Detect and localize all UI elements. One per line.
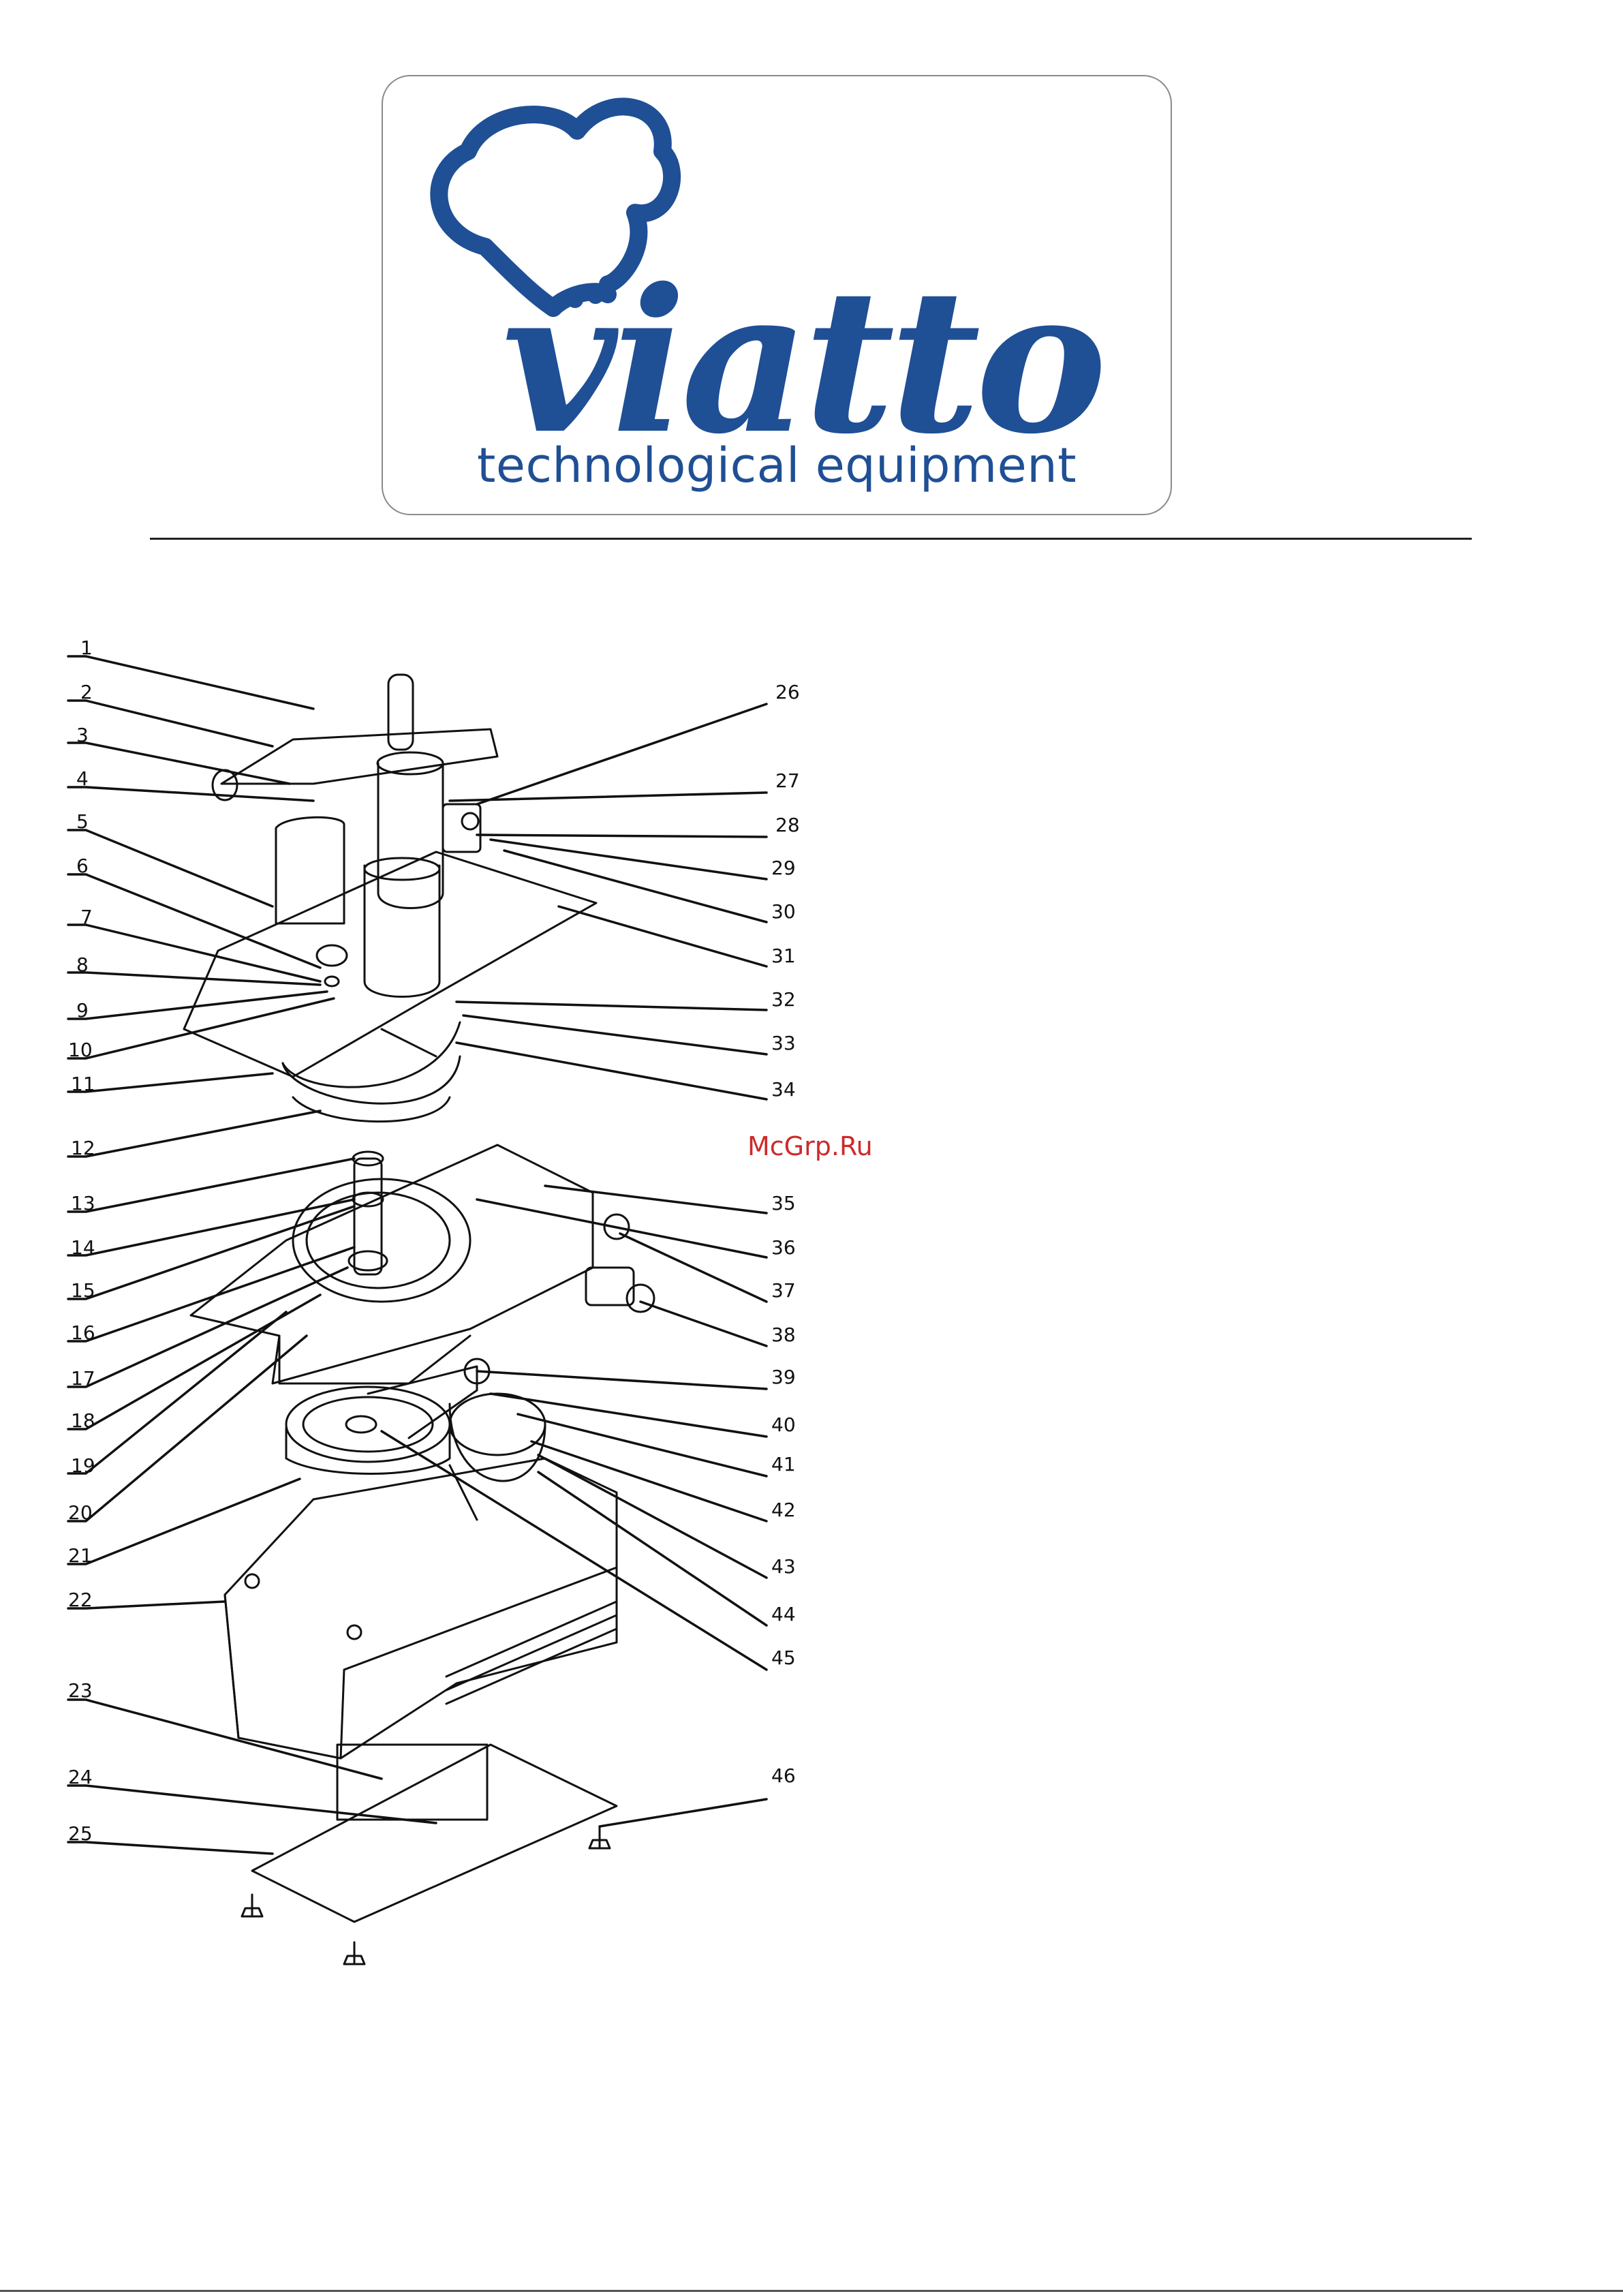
callout-12: 12 (71, 1137, 95, 1159)
callout-33: 33 (771, 1032, 796, 1054)
callout-39: 39 (771, 1366, 796, 1388)
callout-34: 34 (771, 1078, 796, 1101)
callout-46: 46 (771, 1764, 796, 1787)
callout-9: 9 (76, 999, 89, 1022)
callout-23: 23 (68, 1679, 93, 1702)
callout-3: 3 (76, 724, 89, 746)
callout-18: 18 (71, 1409, 95, 1432)
callouts-left: 1 2 3 4 5 6 7 8 9 10 11 12 13 14 15 16 1… (68, 637, 95, 1845)
callout-24: 24 (68, 1766, 93, 1788)
callout-13: 13 (71, 1192, 95, 1214)
callout-42: 42 (771, 1499, 796, 1521)
watermark-text: McGrp.Ru (747, 1131, 873, 1161)
callout-20: 20 (68, 1501, 93, 1524)
callout-29: 29 (771, 857, 796, 879)
callouts-right: 26 27 28 29 30 31 32 33 34 35 36 37 38 3… (771, 681, 800, 1787)
callout-8: 8 (76, 953, 89, 976)
callout-30: 30 (771, 900, 796, 923)
page-bottom-edge (0, 2290, 1623, 2292)
callout-31: 31 (771, 945, 796, 967)
callout-19: 19 (71, 1454, 95, 1477)
callout-43: 43 (771, 1555, 796, 1578)
callout-38: 38 (771, 1323, 796, 1346)
callout-25: 25 (68, 1822, 93, 1845)
callout-4: 4 (76, 767, 89, 790)
cutter-disc (283, 1022, 460, 1122)
callout-6: 6 (76, 855, 89, 877)
callout-32: 32 (771, 988, 796, 1011)
callout-21: 21 (68, 1544, 93, 1567)
callout-14: 14 (71, 1236, 95, 1259)
callout-40: 40 (771, 1413, 796, 1436)
callout-15: 15 (71, 1279, 95, 1302)
callout-10: 10 (68, 1039, 93, 1061)
callout-1: 1 (80, 637, 93, 659)
callout-28: 28 (775, 814, 800, 836)
callout-16: 16 (71, 1321, 95, 1344)
callout-44: 44 (771, 1603, 796, 1625)
callout-7: 7 (80, 906, 93, 928)
callout-22: 22 (68, 1589, 93, 1611)
callout-35: 35 (771, 1192, 796, 1214)
callout-41: 41 (771, 1453, 796, 1475)
base-housing (225, 1458, 617, 1964)
callout-5: 5 (76, 810, 89, 833)
callout-27: 27 (775, 769, 800, 792)
feed-handle-assembly (184, 675, 596, 1077)
bowl-assembly (191, 1145, 654, 1383)
callout-2: 2 (80, 681, 93, 703)
callout-17: 17 (71, 1367, 95, 1390)
callout-45: 45 (771, 1647, 796, 1669)
callout-36: 36 (771, 1236, 796, 1259)
callout-37: 37 (771, 1279, 796, 1302)
callout-11: 11 (71, 1073, 95, 1095)
callout-26: 26 (775, 681, 800, 703)
